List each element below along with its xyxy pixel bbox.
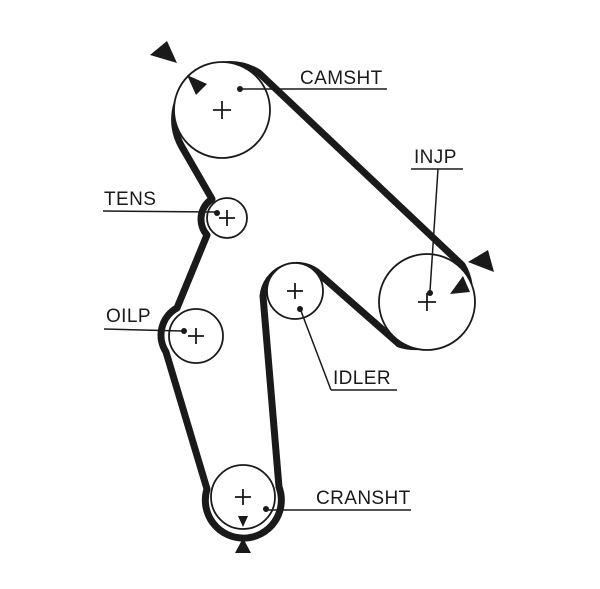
camshaft-leader — [237, 86, 387, 92]
oil-pump-leader-dot — [181, 328, 187, 334]
idler-label: IDLER — [333, 368, 391, 389]
crankshaft-center-mark — [235, 489, 251, 505]
crankshaft-label: CRANSHT — [316, 488, 411, 509]
injection-pump-center-mark — [418, 293, 436, 311]
injection-pump-leader — [411, 168, 463, 296]
oil-pump-leader-line — [103, 328, 183, 332]
oil-pump-leader — [103, 328, 187, 334]
camshaft-center-mark — [213, 101, 231, 119]
tensioner-leader-line — [102, 210, 216, 213]
injection-pump-inner-arrow-icon — [450, 276, 470, 294]
oil-pump-label: OILP — [106, 306, 151, 327]
tensioner-leader — [102, 210, 220, 216]
tensioner-leader-dot — [214, 210, 220, 216]
idler-leader-diagonal — [300, 310, 332, 391]
tensioner-center-mark — [219, 210, 235, 226]
injection-pump-leader-diagonal — [429, 168, 439, 292]
crankshaft-upper-alignment-mark-icon — [238, 516, 248, 527]
idler-leader-dot — [297, 306, 303, 312]
camshaft-inner-arrow-icon — [187, 75, 207, 95]
camshaft-outer-arrow-icon — [150, 41, 177, 63]
crankshaft-leader-dot — [263, 506, 269, 512]
injection-pump-outer-arrow-icon — [468, 250, 494, 272]
idler-center-mark — [287, 283, 303, 299]
idler-leader — [297, 306, 397, 391]
crankshaft-lower-alignment-mark-icon — [235, 538, 251, 553]
tensioner-label: TENS — [104, 189, 156, 210]
injection-pump-leader-dot — [427, 290, 433, 296]
crankshaft-leader — [263, 506, 411, 512]
oil-pump-center-mark — [188, 328, 204, 344]
camshaft-label: CAMSHT — [300, 68, 383, 89]
injection-pump-label: INJP — [414, 147, 457, 168]
